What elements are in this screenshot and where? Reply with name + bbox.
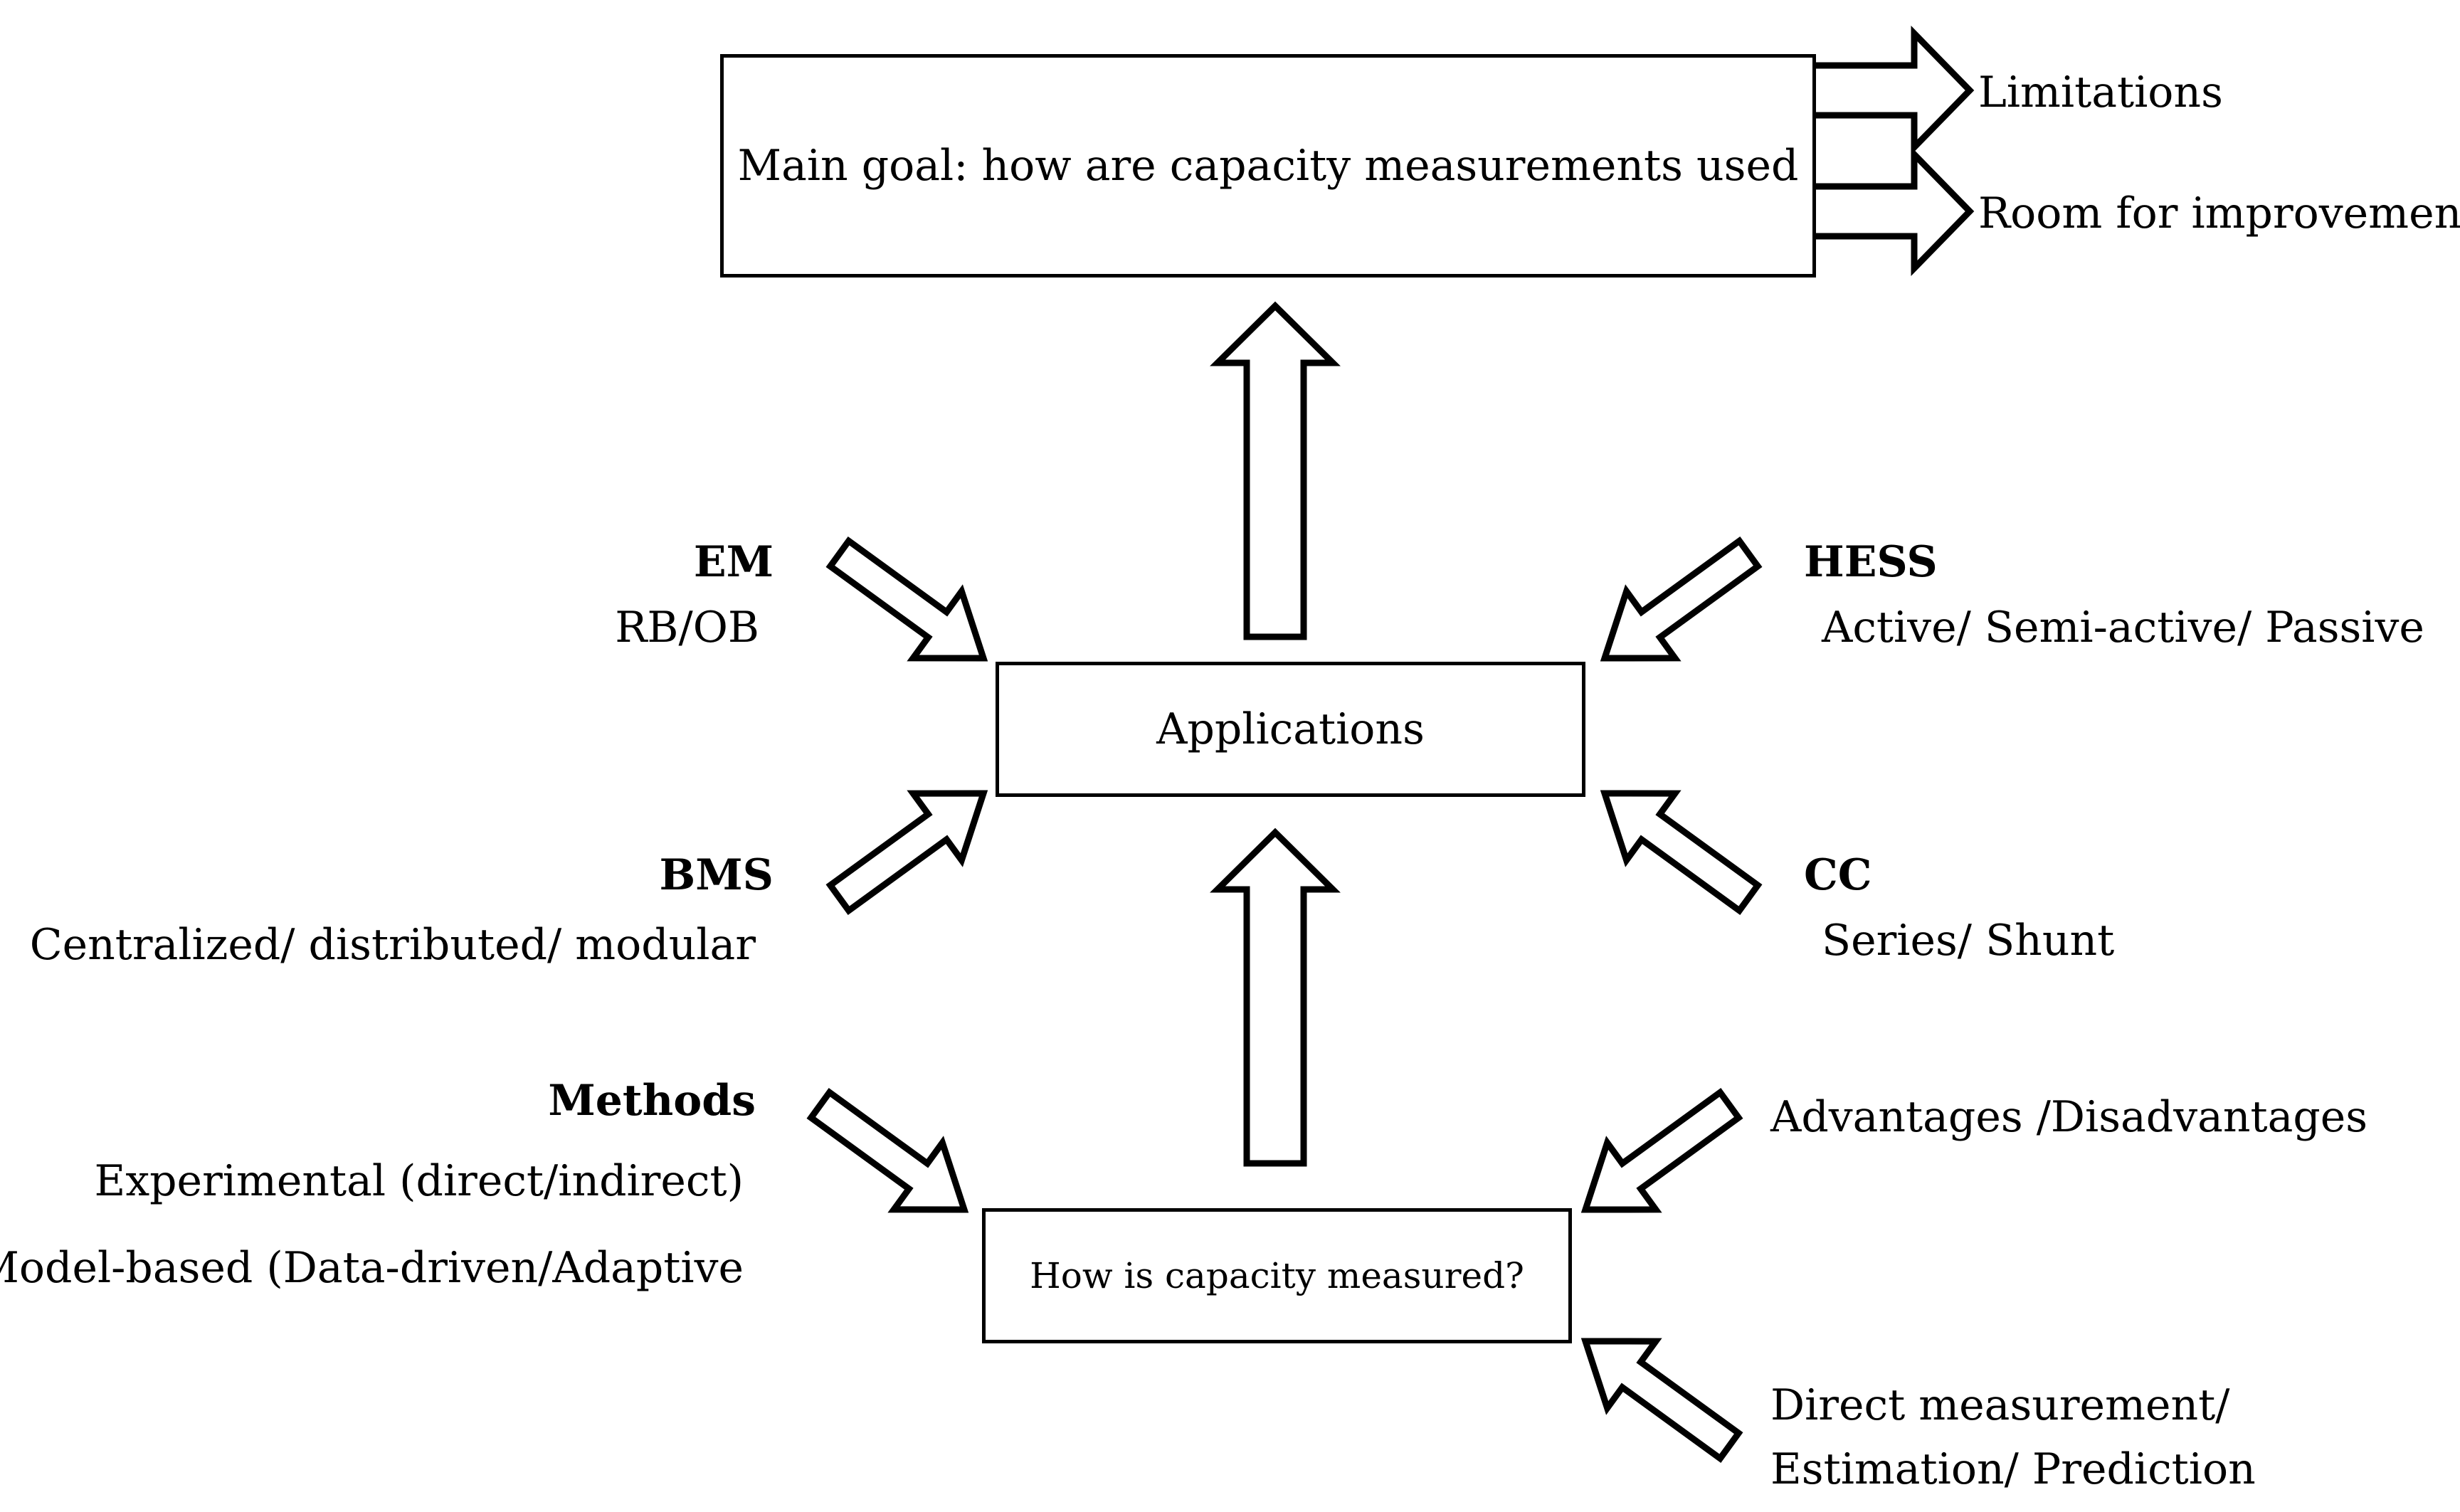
em-detail: RB/OB [615, 603, 759, 652]
direct-measurement-label: Direct measurement/ [1770, 1380, 2230, 1430]
main-goal-label: Main goal: how are capacity measurements… [737, 141, 1799, 191]
arrow-hess [1600, 536, 1763, 662]
capacity-box: How is capacity measured? [982, 1208, 1572, 1343]
bms-title: BMS [659, 850, 774, 900]
applications-label: Applications [1156, 704, 1425, 754]
arrow-em [825, 536, 988, 662]
arrow-bms [825, 790, 988, 916]
arrow-methods [806, 1087, 969, 1213]
cc-detail: Series/ Shunt [1822, 916, 2115, 966]
bms-detail: Centralized/ distributed/ modular [29, 920, 756, 970]
methods-model-based: Model-based (Data-driven/Adaptive [0, 1243, 744, 1293]
capacity-label: How is capacity measured? [1030, 1255, 1524, 1296]
hess-title: HESS [1804, 537, 1938, 587]
main-goal-box: Main goal: how are capacity measurements… [720, 54, 1816, 277]
improvement-label: Room for improvement [1978, 189, 2460, 238]
arrow-capacity-to-applications [1210, 828, 1341, 1167]
estimation-prediction-label: Estimation/ Prediction [1770, 1444, 2256, 1494]
methods-experimental: Experimental (direct/indirect) [94, 1156, 744, 1206]
hess-detail: Active/ Semi-active/ Passive [1822, 603, 2424, 652]
arrow-cc [1600, 790, 1763, 916]
arrow-applications-to-goal [1210, 301, 1341, 640]
applications-box: Applications [996, 662, 1585, 797]
advantages-label: Advantages /Disadvantages [1770, 1092, 2368, 1142]
cc-title: CC [1804, 850, 1872, 900]
methods-title: Methods [548, 1076, 756, 1126]
em-title: EM [693, 537, 774, 587]
limitations-label: Limitations [1978, 68, 2223, 117]
arrow-direct [1580, 1338, 1743, 1464]
arrow-advantages [1580, 1087, 1743, 1213]
